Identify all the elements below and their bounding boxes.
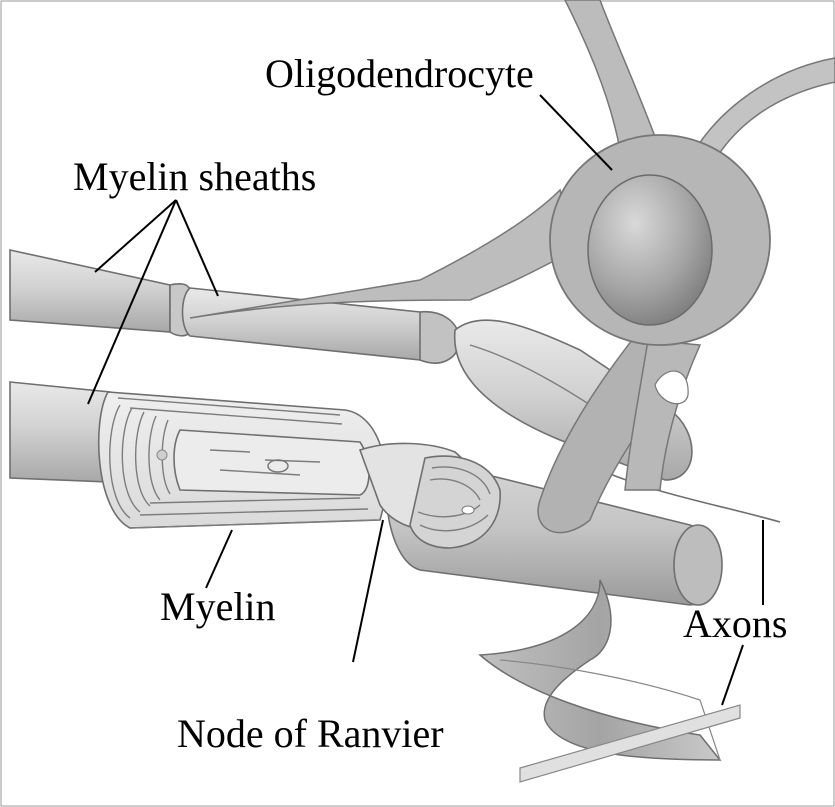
label-oligodendrocyte: Oligodendrocyte: [265, 51, 534, 96]
label-myelin: Myelin: [160, 584, 276, 629]
myelin-cutaway: [99, 392, 386, 528]
oligo-nucleus: [588, 175, 712, 325]
sheath-lower-left: [10, 382, 110, 482]
label-myelin-sheaths: Myelin sheaths: [73, 154, 316, 199]
label-axons: Axons: [683, 601, 787, 646]
label-node-of-ranvier: Node of Ranvier: [177, 711, 444, 756]
sheath-lower-right-end: [674, 525, 722, 605]
